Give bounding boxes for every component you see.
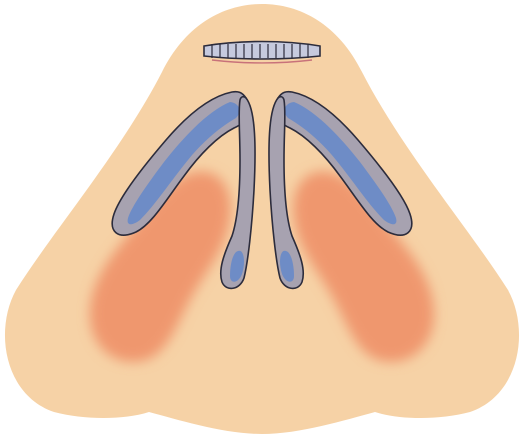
nose-skin-silhouette	[5, 4, 519, 434]
